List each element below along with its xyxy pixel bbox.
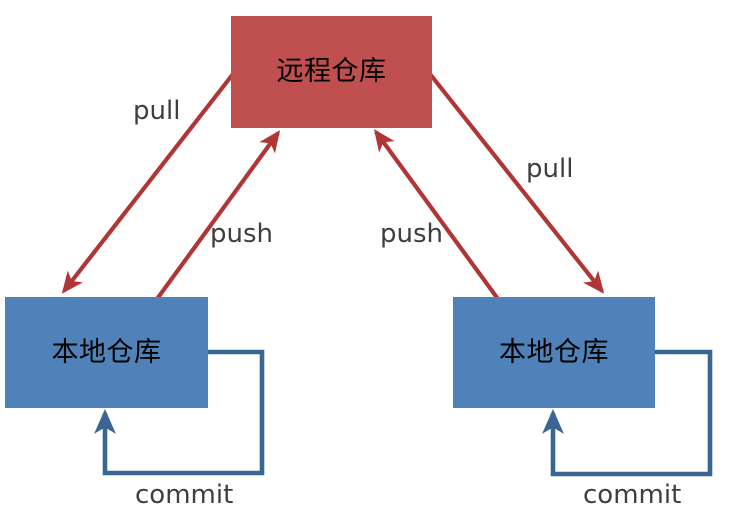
edge-label-commit-left: commit (135, 480, 234, 510)
edge-label-push-right: push (380, 219, 444, 249)
edge-push-right (373, 129, 500, 301)
edge-label-pull-right: pull (526, 154, 574, 184)
edge-label-pull-left: pull (133, 96, 181, 126)
node-remote-repository[interactable]: 远程仓库 (231, 16, 432, 128)
node-local-repository-right-label: 本地仓库 (499, 336, 609, 368)
edge-label-commit-right: commit (583, 480, 682, 510)
node-local-repository-left[interactable]: 本地仓库 (5, 297, 208, 408)
edge-label-push-left: push (210, 219, 274, 249)
node-local-repository-right[interactable]: 本地仓库 (453, 297, 655, 408)
edge-commit-right (542, 349, 713, 477)
edge-commit-left (94, 349, 265, 476)
node-remote-repository-label: 远程仓库 (276, 56, 387, 88)
edge-push-left (155, 130, 281, 301)
node-local-repository-left-label: 本地仓库 (51, 336, 162, 368)
edge-pull-right (428, 72, 605, 294)
edge-pull-left (61, 72, 235, 294)
